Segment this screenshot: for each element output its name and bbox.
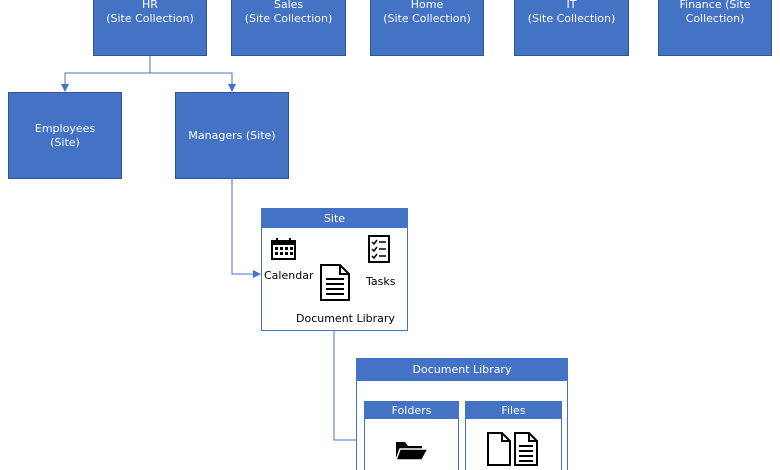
connector-managers-site: [231, 179, 261, 278]
finance-site-collection-label: Finance (Site Collection): [679, 0, 751, 25]
open-folder-icon: [395, 442, 429, 461]
site-panel-title: Site: [262, 209, 407, 228]
home-site-collection-label: Home (Site Collection): [383, 0, 471, 25]
document-library-label: Document Library: [296, 312, 395, 325]
calendar-icon: [271, 238, 296, 260]
checklist-icon: [368, 235, 390, 263]
employees-site-box: Employees (Site): [8, 92, 122, 179]
site-panel: Site Calendar: [261, 208, 408, 331]
tasks-label: Tasks: [366, 275, 396, 288]
files-panel: Files: [465, 401, 562, 470]
connector-hr-managers: [150, 72, 236, 92]
connector-hr-employees: [61, 56, 151, 92]
it-site-collection-label: IT (Site Collection): [527, 0, 616, 25]
files-panel-title: Files: [466, 402, 561, 419]
folders-panel: Folders: [364, 401, 459, 470]
document-icon: [320, 264, 350, 301]
sales-site-collection-label: Sales (Site Collection): [244, 0, 333, 25]
employees-site-label: Employees (Site): [34, 121, 96, 149]
calendar-label: Calendar: [264, 269, 314, 282]
hr-site-collection-box: HR (Site Collection): [93, 0, 207, 56]
managers-site-label: Managers (Site): [188, 128, 276, 142]
managers-site-box: Managers (Site): [175, 92, 289, 179]
finance-site-collection-box: Finance (Site Collection): [658, 0, 772, 56]
files-icon: [487, 432, 538, 466]
hr-site-collection-label: HR (Site Collection): [106, 0, 194, 25]
folders-panel-title: Folders: [365, 402, 458, 419]
home-site-collection-box: Home (Site Collection): [370, 0, 484, 56]
sales-site-collection-box: Sales (Site Collection): [231, 0, 346, 56]
it-site-collection-box: IT (Site Collection): [514, 0, 629, 56]
connector-site-doclib: [333, 331, 364, 444]
document-library-panel-title: Document Library: [357, 359, 567, 381]
document-library-panel: Document Library Folders Files: [356, 358, 568, 470]
